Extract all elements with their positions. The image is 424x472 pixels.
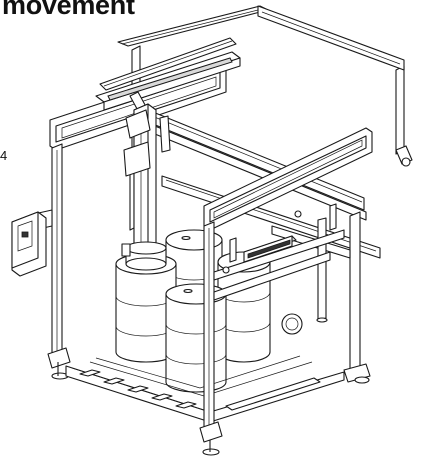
drum-left — [115, 241, 177, 363]
right-side-rails — [213, 229, 345, 301]
figure-heading: movement — [2, 0, 135, 20]
control-box — [11, 209, 53, 277]
callout-label: 4 — [0, 148, 8, 163]
rear-right-post — [395, 65, 413, 167]
actuators — [222, 203, 337, 274]
front-right-beam — [203, 127, 373, 231]
drum-front — [165, 283, 227, 393]
top-frame — [99, 5, 405, 91]
front-right-leg — [199, 221, 223, 456]
